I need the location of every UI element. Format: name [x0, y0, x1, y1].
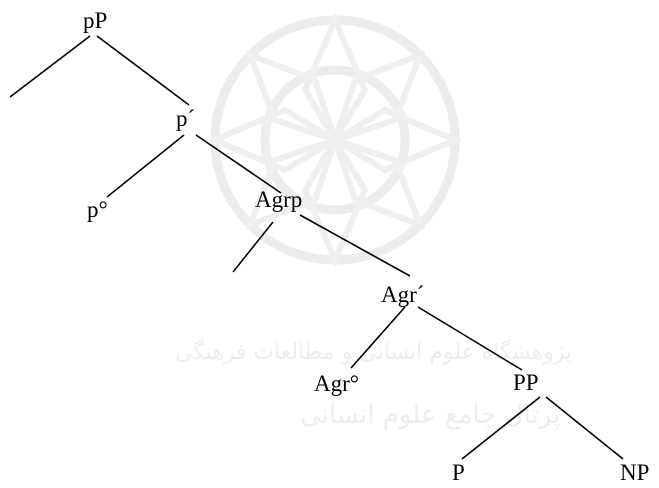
branch-agrbar-agrhead [350, 306, 406, 369]
branch-pbar-phead [106, 134, 185, 198]
branch-pP-spec [9, 35, 91, 98]
branch-pp-np [545, 396, 624, 460]
node-P: P [452, 460, 465, 485]
branch-agrp-spec [232, 221, 274, 273]
node-pP: pP [83, 8, 108, 33]
branch-pP-pbar [96, 35, 190, 106]
node-AgrP: Agrp [255, 187, 303, 212]
node-PP: PP [513, 370, 539, 395]
branch-agrp-agrbar [299, 214, 411, 277]
branch-pp-p [461, 396, 541, 460]
node-Agr-head: Agr° [314, 371, 359, 396]
node-Agr-bar: Agr´ [381, 282, 425, 307]
node-NP: NP [620, 460, 650, 485]
node-p-head: p° [87, 197, 108, 222]
node-p-bar: p´ [176, 106, 196, 131]
branch-agrbar-pp [417, 306, 523, 371]
branch-pbar-agrp [195, 134, 282, 194]
